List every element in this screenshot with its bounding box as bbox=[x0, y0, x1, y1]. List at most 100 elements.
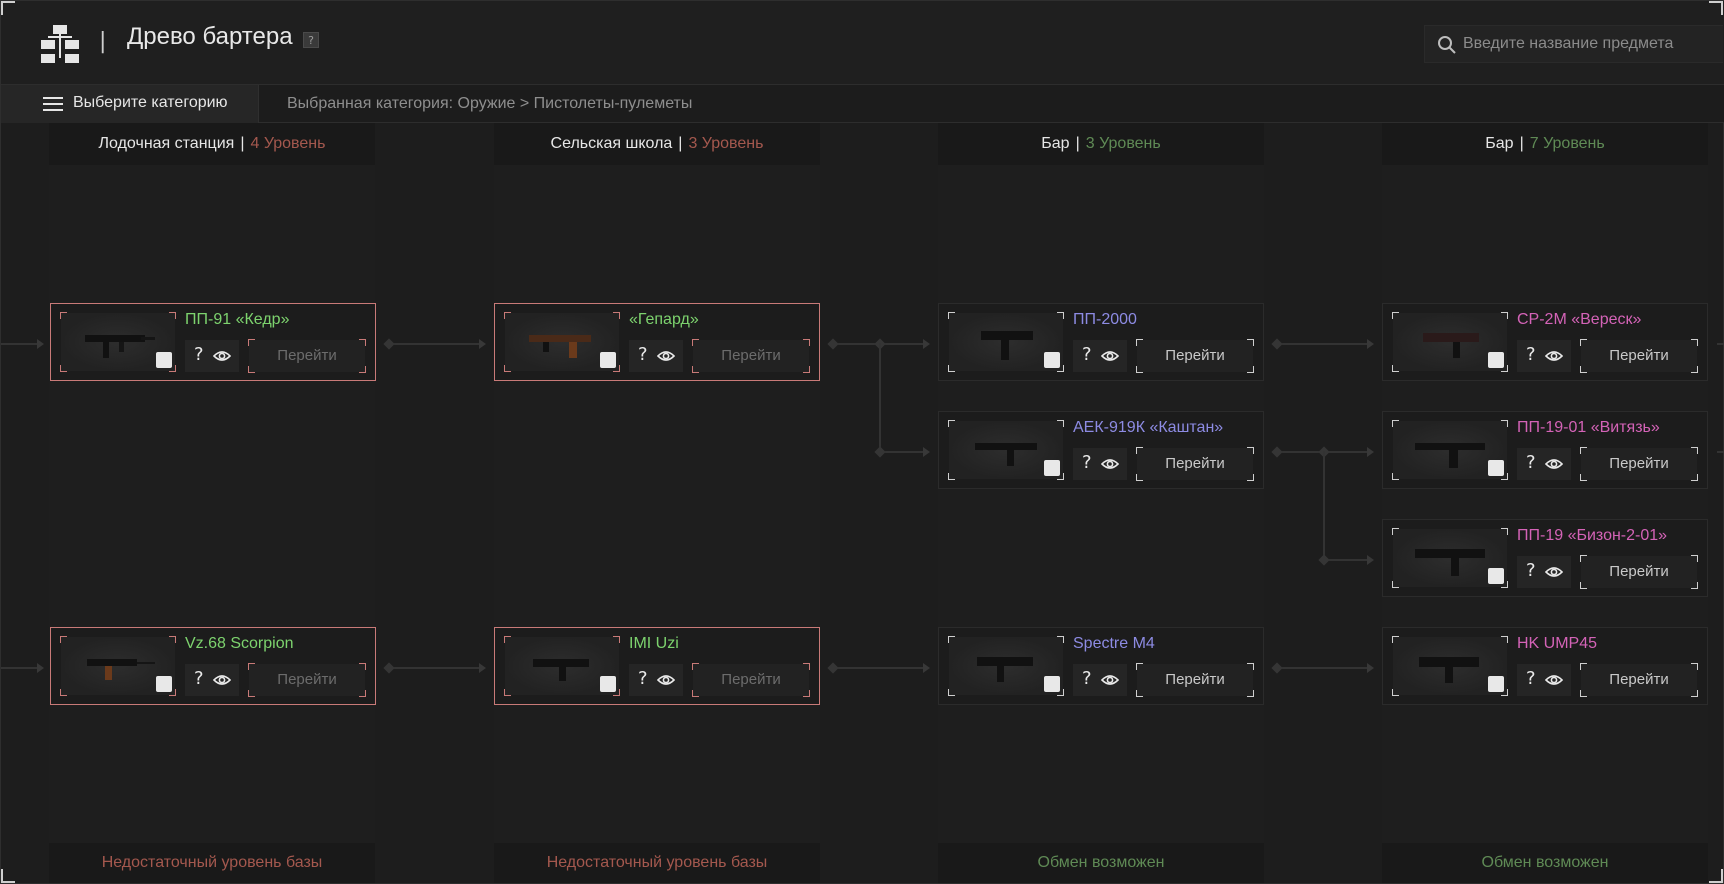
eye-icon[interactable] bbox=[1545, 348, 1563, 364]
wrench-icon[interactable] bbox=[156, 352, 172, 368]
eye-icon[interactable] bbox=[657, 672, 675, 688]
item-card-uzi: IMI Uzi ? Перейти bbox=[494, 627, 820, 705]
column-status: Обмен возможен bbox=[938, 843, 1264, 883]
question-icon[interactable]: ? bbox=[194, 668, 204, 689]
select-category-button[interactable]: Выберите категорию bbox=[1, 85, 259, 123]
item-thumbnail bbox=[60, 312, 176, 372]
eye-icon[interactable] bbox=[657, 348, 675, 364]
smg-icon bbox=[85, 335, 155, 358]
location-name: Бар bbox=[1485, 135, 1514, 152]
eye-icon[interactable] bbox=[213, 672, 231, 688]
go-button[interactable]: Перейти bbox=[248, 339, 366, 373]
connector-node bbox=[1271, 338, 1283, 350]
go-button[interactable]: Перейти bbox=[692, 663, 810, 697]
eye-icon[interactable] bbox=[1545, 456, 1563, 472]
wrench-icon[interactable] bbox=[1488, 676, 1504, 692]
go-button[interactable]: Перейти bbox=[248, 663, 366, 697]
item-thumbnail bbox=[504, 312, 620, 372]
connector-arrow bbox=[923, 663, 930, 673]
item-name[interactable]: ПП-19-01 «Витязь» bbox=[1517, 419, 1660, 436]
connector-line bbox=[879, 343, 881, 451]
header-pipe: | bbox=[1075, 135, 1080, 152]
question-icon[interactable]: ? bbox=[638, 668, 648, 689]
go-button-label: Перейти bbox=[1609, 563, 1669, 580]
wrench-icon[interactable] bbox=[1044, 460, 1060, 476]
header: | Древо бартера ? bbox=[1, 1, 1724, 85]
question-icon[interactable]: ? bbox=[194, 344, 204, 365]
connector-line bbox=[385, 343, 481, 345]
frame-corner bbox=[1, 1, 15, 15]
smg-icon bbox=[975, 443, 1037, 466]
column-bar-7: Бар|7 Уровень Обмен возможен bbox=[1382, 123, 1708, 883]
item-actions: ? bbox=[1073, 664, 1127, 696]
go-button[interactable]: Перейти bbox=[1580, 447, 1698, 481]
eye-icon[interactable] bbox=[1101, 672, 1119, 688]
item-actions: ? bbox=[1517, 448, 1571, 480]
item-name[interactable]: HK UMP45 bbox=[1517, 635, 1598, 652]
item-name[interactable]: «Гепард» bbox=[629, 311, 699, 328]
question-icon[interactable]: ? bbox=[638, 344, 648, 365]
eye-icon[interactable] bbox=[1101, 348, 1119, 364]
item-name[interactable]: Vz.68 Scorpion bbox=[185, 635, 294, 652]
item-actions: ? bbox=[185, 340, 239, 372]
connector-arrow bbox=[923, 339, 930, 349]
go-button[interactable]: Перейти bbox=[1136, 663, 1254, 697]
tree-hierarchy-icon bbox=[41, 25, 79, 63]
wrench-icon[interactable] bbox=[1488, 460, 1504, 476]
level-label: 3 Уровень bbox=[688, 135, 764, 152]
smg-icon bbox=[529, 335, 591, 358]
eye-icon[interactable] bbox=[1101, 456, 1119, 472]
go-button[interactable]: Перейти bbox=[1580, 663, 1698, 697]
column-header: Лодочная станция|4 Уровень bbox=[49, 123, 375, 165]
connector-arrow bbox=[1367, 663, 1374, 673]
item-name[interactable]: ПП-19 «Бизон-2-01» bbox=[1517, 527, 1668, 544]
go-button[interactable]: Перейти bbox=[1136, 339, 1254, 373]
question-icon[interactable]: ? bbox=[1082, 668, 1092, 689]
connector-arrow bbox=[1367, 339, 1374, 349]
eye-icon[interactable] bbox=[1545, 672, 1563, 688]
item-name[interactable]: ПП-2000 bbox=[1073, 311, 1137, 328]
item-actions: ? bbox=[1517, 664, 1571, 696]
question-icon[interactable]: ? bbox=[1526, 668, 1536, 689]
item-thumbnail bbox=[1392, 312, 1508, 372]
go-button[interactable]: Перейти bbox=[1580, 339, 1698, 373]
question-icon[interactable]: ? bbox=[1526, 560, 1536, 581]
item-name[interactable]: Spectre M4 bbox=[1073, 635, 1155, 652]
eye-icon[interactable] bbox=[213, 348, 231, 364]
smg-icon bbox=[533, 659, 589, 681]
go-button[interactable]: Перейти bbox=[692, 339, 810, 373]
item-name[interactable]: СР-2М «Вереск» bbox=[1517, 311, 1642, 328]
wrench-icon[interactable] bbox=[156, 676, 172, 692]
wrench-icon[interactable] bbox=[1488, 568, 1504, 584]
question-icon[interactable]: ? bbox=[1526, 452, 1536, 473]
connector-arrow bbox=[479, 339, 486, 349]
page-title: Древо бартера bbox=[127, 23, 293, 50]
connector-line bbox=[1, 343, 37, 345]
go-button[interactable]: Перейти bbox=[1136, 447, 1254, 481]
go-button-label: Перейти bbox=[721, 347, 781, 364]
item-name[interactable]: IMI Uzi bbox=[629, 635, 679, 652]
level-label: 3 Уровень bbox=[1085, 135, 1161, 152]
question-icon[interactable]: ? bbox=[1082, 344, 1092, 365]
question-icon[interactable]: ? bbox=[1526, 344, 1536, 365]
search-input[interactable] bbox=[1463, 26, 1718, 62]
wrench-icon[interactable] bbox=[600, 676, 616, 692]
go-button[interactable]: Перейти bbox=[1580, 555, 1698, 589]
go-button-label: Перейти bbox=[721, 671, 781, 688]
item-name[interactable]: АЕК-919К «Каштан» bbox=[1073, 419, 1224, 436]
item-card-spectre: Spectre M4 ? Перейти bbox=[938, 627, 1264, 705]
eye-icon[interactable] bbox=[1545, 564, 1563, 580]
search-box bbox=[1424, 25, 1723, 63]
help-button[interactable]: ? bbox=[303, 32, 319, 48]
wrench-icon[interactable] bbox=[1488, 352, 1504, 368]
wrench-icon[interactable] bbox=[1044, 352, 1060, 368]
wrench-icon[interactable] bbox=[600, 352, 616, 368]
item-actions: ? bbox=[629, 340, 683, 372]
frame-corner bbox=[1, 869, 15, 883]
connector-line bbox=[829, 667, 925, 669]
item-name[interactable]: ПП-91 «Кедр» bbox=[185, 311, 290, 328]
location-name: Сельская школа bbox=[550, 135, 673, 152]
wrench-icon[interactable] bbox=[1044, 676, 1060, 692]
question-icon[interactable]: ? bbox=[1082, 452, 1092, 473]
